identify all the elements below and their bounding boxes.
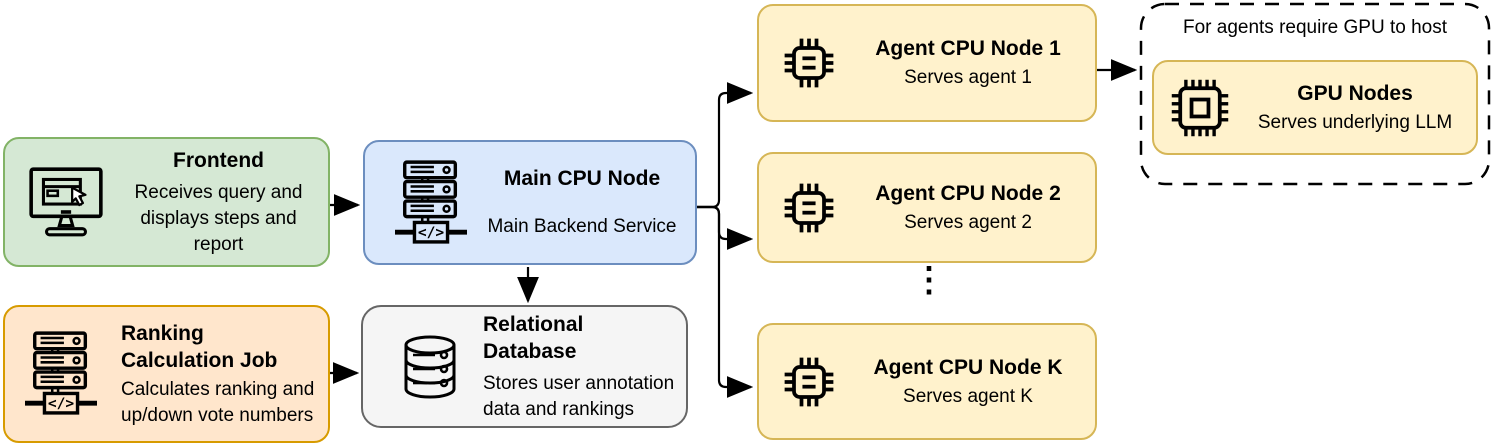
gpu-chip-icon (1168, 76, 1232, 140)
arrow-main-to-agent2 (697, 205, 754, 250)
vertical-ellipsis: ⋮ (912, 261, 946, 299)
database-desc-line2: data and rankings (483, 398, 635, 420)
database-icon (383, 334, 459, 400)
agent-cpu-node-k: Agent CPU Node K Serves agent K (757, 323, 1097, 440)
gpu-nodes-description: Serves underlying LLM (1257, 111, 1453, 133)
main-cpu-description: Main Backend Service (487, 216, 677, 237)
frontend-description: Receives query and displays steps and re… (119, 180, 318, 258)
ranking-job-title-line2: Calculation Job (121, 348, 278, 372)
ranking-job-title-line1: Ranking (121, 321, 204, 345)
agent-1-title: Agent CPU Node 1 (875, 37, 1061, 60)
frontend-node: Frontend Receives query and displays ste… (3, 137, 330, 267)
agent-k-title: Agent CPU Node K (873, 355, 1063, 379)
database-title: Relational Database (483, 312, 584, 363)
arrow-main-to-agent1 (697, 82, 754, 209)
cpu-chip-icon (779, 352, 839, 412)
cpu-chip-icon (779, 178, 839, 238)
ranking-job-description: Calculates ranking and up/down vote numb… (121, 377, 314, 429)
monitor-browser-icon (25, 161, 107, 243)
gpu-group-dashed-border (1139, 2, 1491, 186)
ranking-job-title: Ranking Calculation Job (121, 320, 277, 374)
agent-2-title: Agent CPU Node 2 (875, 181, 1061, 205)
ranking-job-desc-line1: Calculates ranking and (121, 378, 315, 400)
relational-database-node: Relational Database Stores user annotati… (361, 305, 688, 428)
server-code-icon: </> (25, 331, 97, 417)
ranking-job-desc-line2: up/down vote numbers (121, 404, 314, 426)
gpu-nodes-node: GPU Nodes Serves underlying LLM (1152, 60, 1478, 155)
agent-k-description: Serves agent K (903, 385, 1033, 407)
frontend-desc-line2: displays steps and report (140, 207, 297, 255)
server-code-icon: </> (385, 159, 467, 246)
svg-text:</>: </> (48, 395, 75, 412)
agent-2-description: Serves agent 2 (904, 211, 1032, 233)
gpu-nodes-title: GPU Nodes (1297, 81, 1413, 105)
agent-cpu-node-2: Agent CPU Node 2 Serves agent 2 (757, 152, 1097, 263)
cpu-chip-icon (779, 33, 839, 93)
agent-cpu-node-1: Agent CPU Node 1 Serves agent 1 (757, 4, 1097, 122)
frontend-title: Frontend (173, 148, 264, 172)
gpu-group-label: For agents require GPU to host (1182, 17, 1447, 38)
svg-text:</>: </> (418, 224, 445, 241)
database-desc-line1: Stores user annotation (483, 372, 675, 394)
agent-1-description: Serves agent 1 (904, 67, 1032, 88)
arrow-main-to-agentk (697, 205, 754, 398)
database-description: Stores user annotation data and rankings (483, 371, 674, 423)
frontend-desc-line1: Receives query and (134, 181, 303, 203)
main-cpu-title: Main CPU Node (503, 167, 661, 190)
ranking-job-node: </> Ranking Calculation Job Calculates r… (3, 305, 330, 443)
main-cpu-node: </> Main CPU Node Main Backend Service (363, 140, 697, 265)
